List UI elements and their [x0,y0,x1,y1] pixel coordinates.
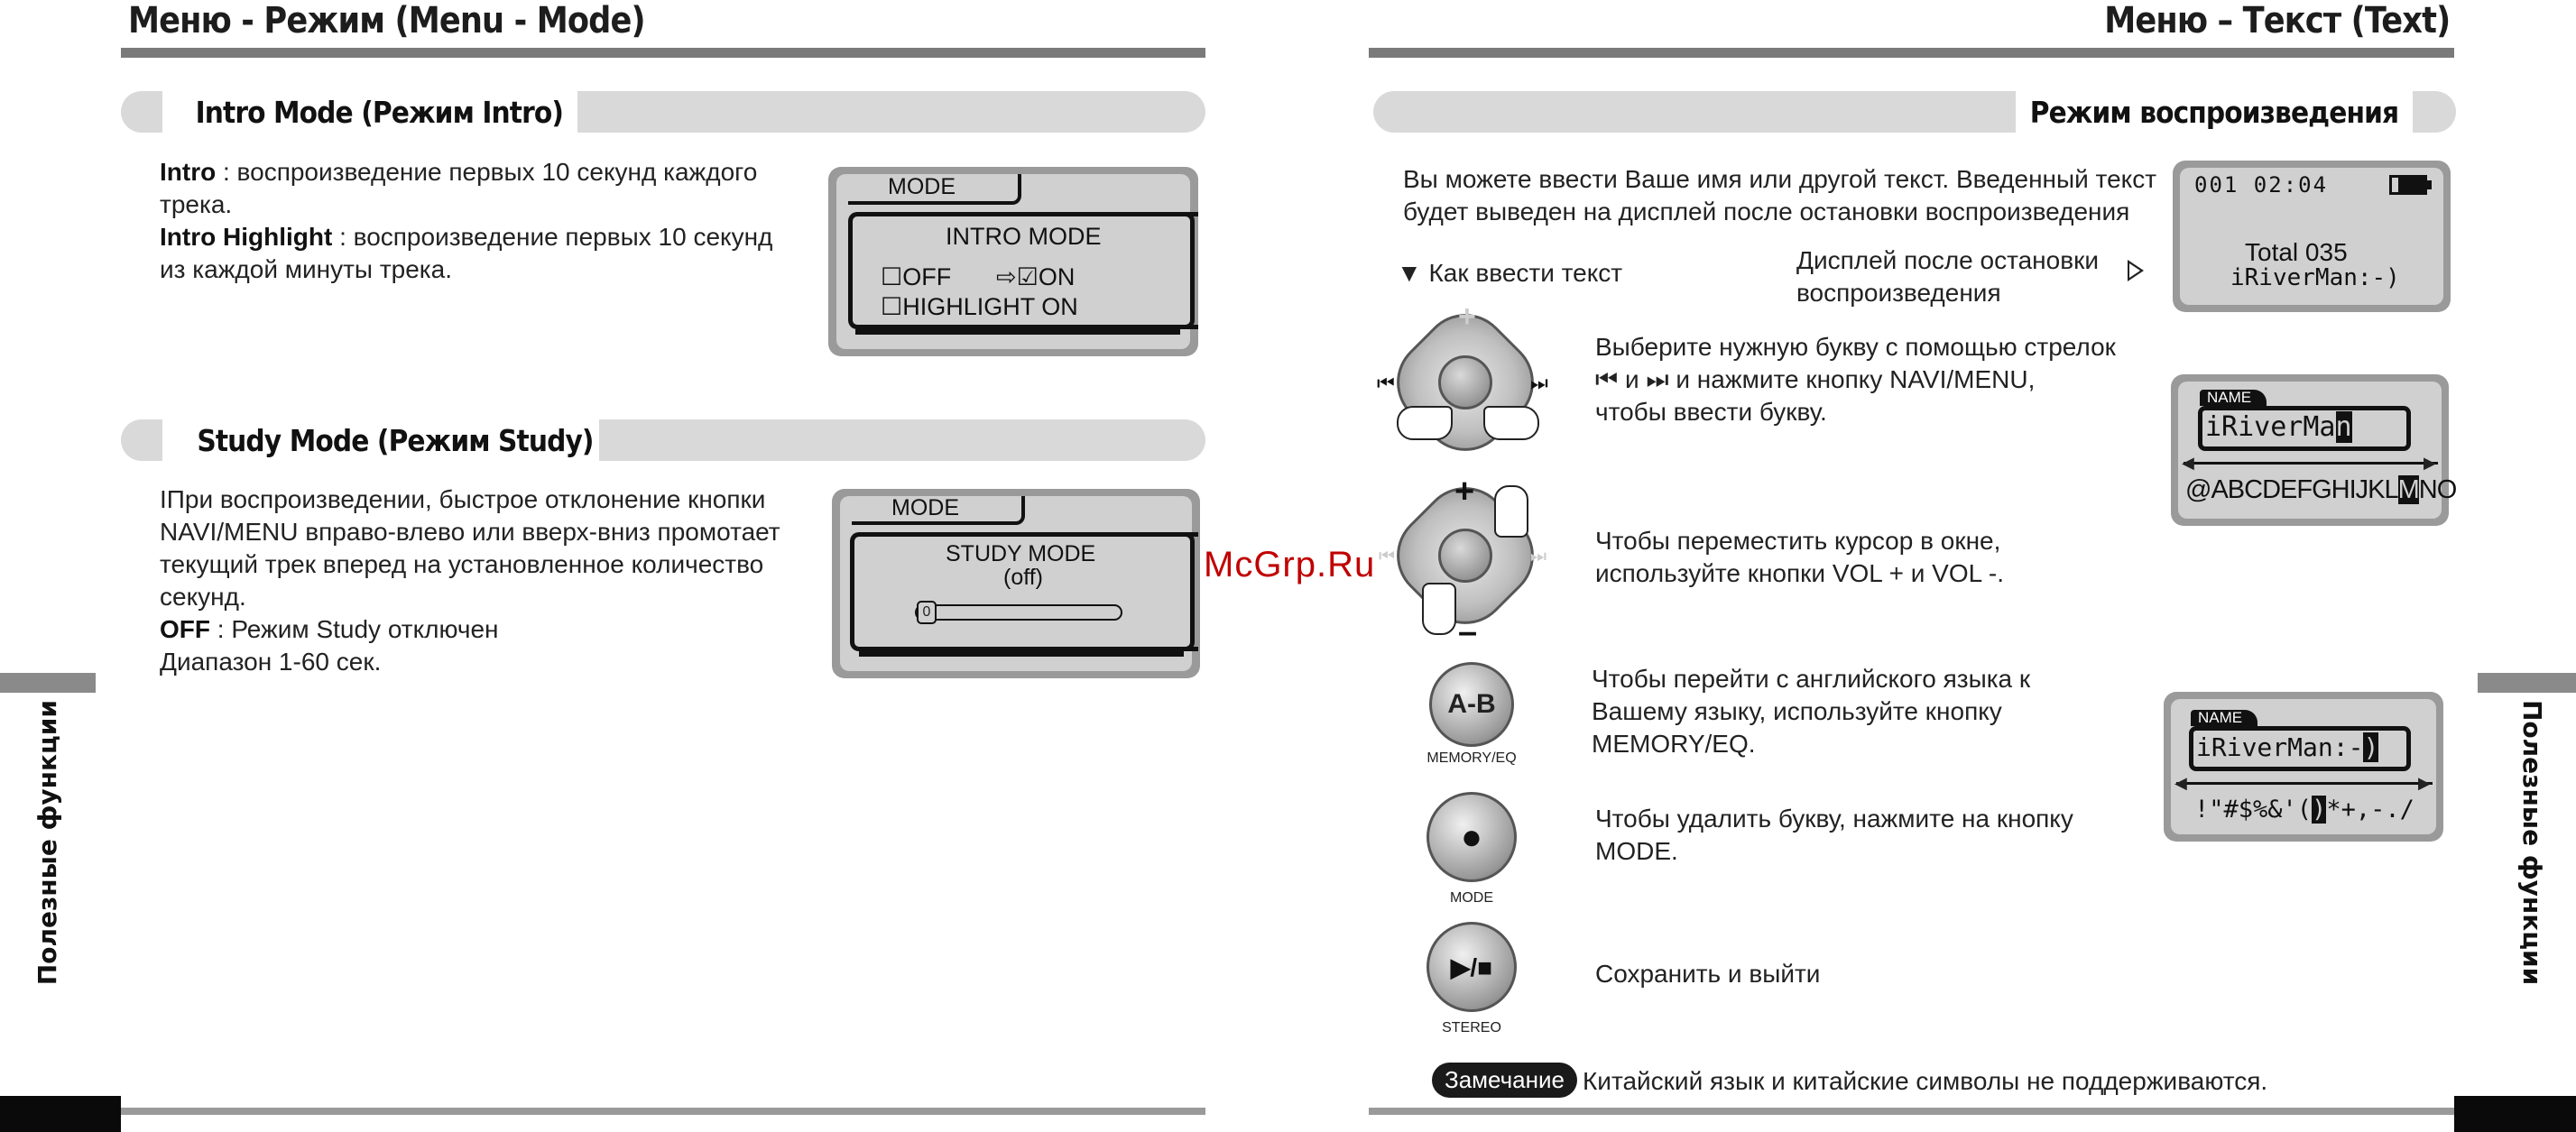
how-to-heading: ▼ Как ввести текст [1397,259,1623,287]
right-page-header: Меню – Текст (Text) [2103,0,2451,41]
navi-wheel-ud: + – ⏮ ⏭ [1378,468,1553,651]
right-header-rule [1369,48,2454,58]
step-4-text: Чтобы удалить букву, нажмите на кнопку M… [1595,805,2073,865]
study-mode-lcd: MODE STUDY MODE (off) 0 [832,489,1200,678]
lcd-intro-heading: INTRO MODE [946,223,1102,250]
study-description: IПри воспроизведении, быстрое отклонение… [160,485,780,676]
left-page-number-block [0,1096,121,1132]
study-slider-thumb: 0 [917,601,937,624]
note-text: Китайский язык и китайские символы не по… [1583,1067,2268,1095]
stop-display-lcd: 001 02:04 Total 035 iRiverMan:-) [2173,161,2451,312]
name-input-lcd-2: NAME iRiverMan:-) ◀ ▶ !"#$%&'()*+,-./ [2164,692,2443,842]
vol-minus-icon: – [1458,613,1478,651]
study-slider-track [915,604,1122,621]
intro-section-title: Intro Mode (Режим Intro) [162,91,577,133]
step-1-text: Выберите нужную букву с помощью стрелок … [1595,333,2116,426]
prev-icon: ⏮ [1377,372,1395,394]
study-section-title: Study Mode (Режим Study) [162,419,599,461]
lcd-name-value: iRiverMan [2205,411,2352,443]
lcd-stop-name: iRiverMan:-) [2230,264,2400,291]
text-intro: Вы можете ввести Ваше имя или другой тек… [1403,165,2157,225]
lcd-charset-2: !"#$%&'()*+,-./ [2194,796,2414,824]
ab-button-caption: MEMORY/EQ [1426,750,1517,766]
right-side-tab-bar [2478,673,2576,693]
lcd-charset-1: @ABCDEFGHIJKLMNO [2185,475,2457,504]
lcd-tab-mode-2: MODE [891,495,959,520]
lcd-stop-time: 001 02:04 [2194,172,2329,198]
lcd-study-sub: (off) [1003,565,1043,590]
lcd-name-cursor: n [2335,411,2352,443]
right-page-number-block [2454,1096,2576,1132]
lcd-opt-highlight: ☐HIGHLIGHT ON [881,293,1078,320]
left-footer-rule [121,1108,1205,1115]
watermark: McGrp.Ru [1204,545,1376,584]
stereo-button-caption: STEREO [1442,1020,1501,1035]
mode-button-caption: MODE [1450,890,1493,906]
step-2-text: Чтобы переместить курсор в окне, использ… [1595,527,2005,587]
hand-left-icon [1397,406,1453,440]
next-icon: ⏭ [1530,372,1548,394]
lcd-study-heading: STUDY MODE [946,541,1096,566]
intro-description: Intro : воспроизведение первых 10 секунд… [160,158,773,283]
step-3-text: Чтобы перейти с английского языка к Ваше… [1592,665,2031,758]
lcd-name-value-2: iRiverMan:-) [2196,732,2379,762]
play-stop-button-icon: ▶/■ [1426,922,1517,1012]
display-caption: Дисплей после остановки воспроизведения [1796,246,2099,307]
note-badge: Замечание [1432,1063,1577,1098]
intro-mode-lcd: MODE INTRO MODE ☐OFF ⇨☑ON ☐HIGHLIGHT ON [828,167,1198,356]
mode-button-icon: ● [1426,792,1517,882]
left-page-header: Меню - Режим (Menu - Mode) [128,0,646,41]
hand-right-icon [1483,406,1539,440]
ab-button-icon: A-B [1429,662,1514,747]
left-side-tab-bar [0,673,96,693]
step-5-text: Сохранить и выйти [1595,960,1821,988]
right-footer-rule [1369,1108,2454,1115]
lcd-name-tab-2: NAME [2198,709,2243,726]
vol-plus-icon: + [1454,473,1475,511]
plus-icon: + [1458,299,1476,334]
name-input-lcd-1: NAME iRiverMan ◀ ▶ @ABCDEFGHIJKLMNO [2171,374,2457,526]
left-side-tab-label: Полезные функции [32,700,62,986]
battery-icon [2389,175,2427,195]
lcd-opt-off: ☐OFF [881,263,952,290]
hand-up-icon [1494,485,1528,538]
playback-section-title: Режим воспроизведения [2016,91,2413,133]
lcd-opt-on: ⇨☑ON [996,263,1076,290]
lcd-stop-total: Total 035 [2245,238,2348,266]
left-header-rule [121,48,1205,58]
right-side-tab-label: Полезные функции [2517,700,2547,986]
hand-down-icon [1422,583,1456,635]
lcd-name-tab: NAME [2207,389,2252,406]
navi-wheel-lr: + ⏮ ⏭ [1377,295,1553,470]
lcd-tab-mode: MODE [888,174,956,199]
